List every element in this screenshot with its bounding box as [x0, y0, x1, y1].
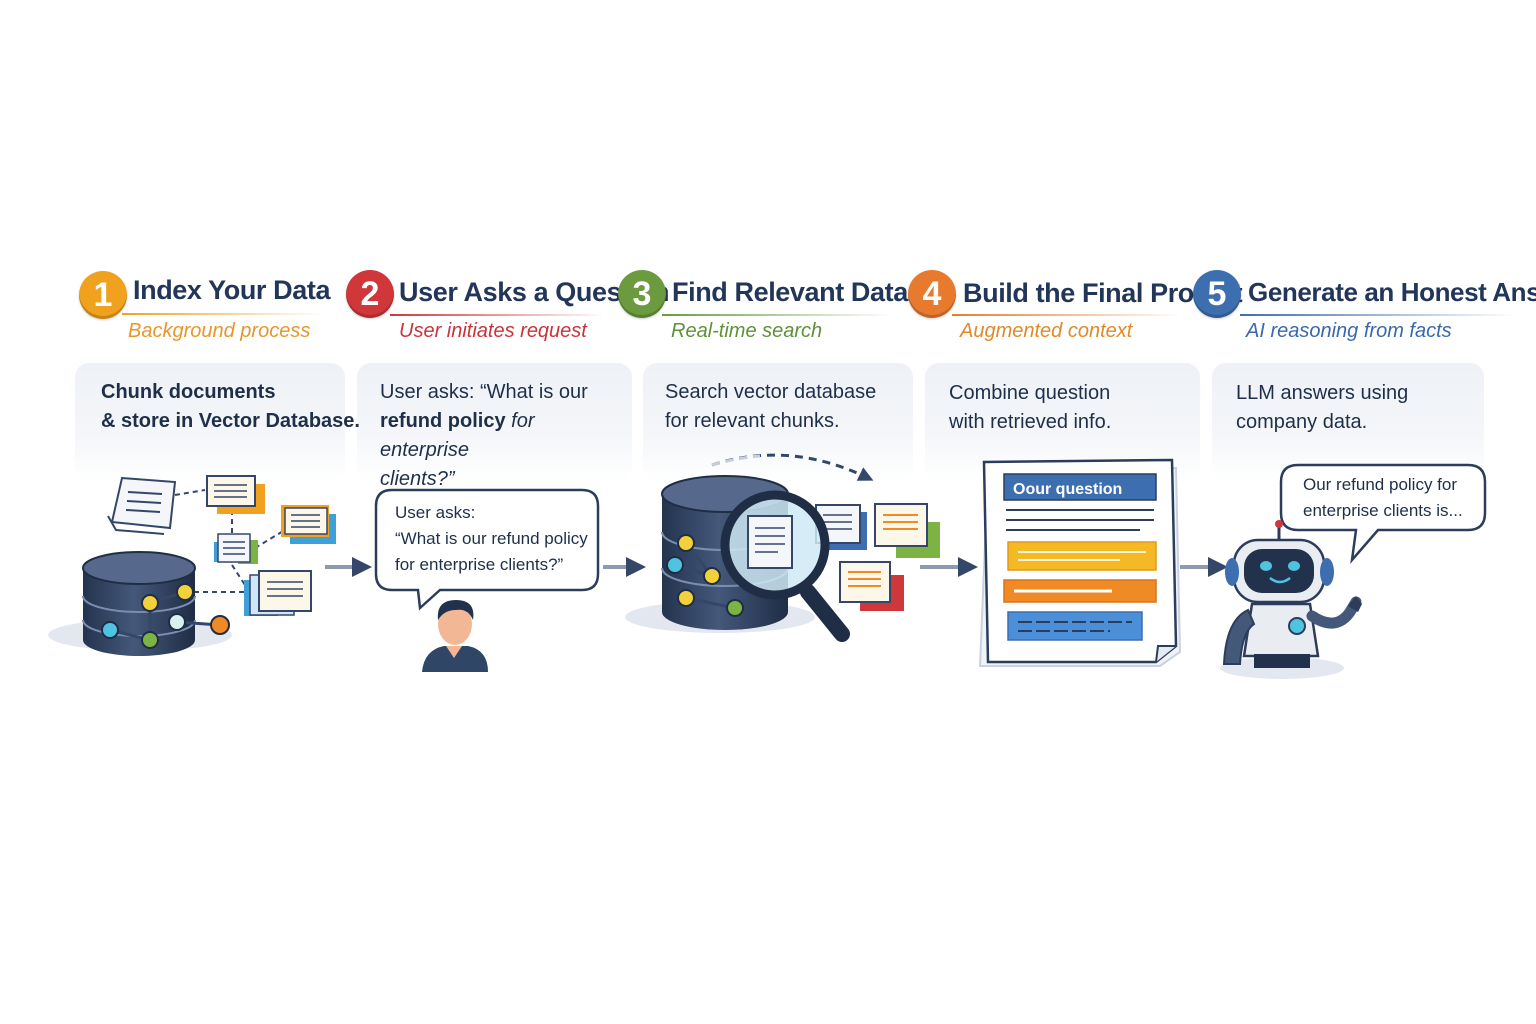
step-1-title: Index Your Data — [133, 275, 331, 305]
prompt-document-icon — [978, 458, 1182, 667]
step-2-desc-d: clients?” — [380, 468, 455, 490]
step-1-illustration — [48, 475, 336, 656]
step-2-rule — [390, 314, 605, 316]
step-5-desc-line2: company data. — [1236, 411, 1368, 433]
step-1-description: Chunk documents & store in Vector Databa… — [101, 378, 360, 436]
question-bubble — [374, 488, 600, 611]
step-2-subtitle: User initiates request — [399, 320, 587, 342]
step-2-panel — [357, 363, 632, 481]
step-5-illustration — [1220, 463, 1487, 679]
step-5-desc-line1: LLM answers using — [1236, 382, 1409, 404]
answer-bubble-line1: Our refund policy for — [1303, 475, 1458, 494]
step-2-illustration — [374, 488, 600, 672]
step-2-badge: 2 — [346, 270, 394, 318]
step-4-subtitle: Augmented context — [960, 320, 1133, 342]
answer-bubble-line2: enterprise clients is... — [1303, 501, 1463, 520]
arrow-right-icon — [920, 557, 978, 577]
step-4-rule — [952, 314, 1182, 316]
step-3-subtitle: Real-time search — [671, 320, 823, 342]
step-1-desc-line1: Chunk documents — [101, 381, 276, 403]
step-4-badge: 4 — [908, 270, 956, 318]
step-5-subtitle: AI reasoning from facts — [1246, 320, 1452, 342]
document-icon — [206, 475, 265, 514]
step-4-desc-line1: Combine question — [949, 382, 1111, 404]
document-icon — [839, 561, 904, 611]
question-bubble-text: User asks: “What is our refund policy fo… — [395, 500, 595, 578]
document-icon — [214, 533, 258, 564]
user-avatar-icon — [422, 600, 488, 672]
step-3-illustration — [625, 453, 940, 642]
magnifier-icon — [720, 490, 850, 642]
step-2-desc-c: for enterprise — [380, 410, 535, 461]
step-1-badge: 1 — [79, 271, 127, 319]
step-5-description: LLM answers using company data. — [1236, 379, 1408, 437]
prompt-header-text: Oour question — [1013, 481, 1122, 498]
answer-bubble-text: Our refund policy for enterprise clients… — [1303, 472, 1483, 524]
arrow-right-icon — [325, 557, 372, 577]
question-bubble-line2: “What is our refund policy — [395, 529, 588, 548]
step-2-description: User asks: “What is our refund policy fo… — [380, 378, 620, 494]
step-5-title: Generate an Honest Answer — [1248, 277, 1536, 307]
step-1-panel — [75, 363, 345, 481]
step-3-desc-line2: for relevant chunks. — [665, 410, 840, 432]
step-4-desc-line2: with retrieved info. — [949, 411, 1112, 433]
robot-icon — [1220, 520, 1362, 679]
database-icon — [82, 551, 230, 656]
step-5-rule — [1240, 314, 1515, 316]
arrow-right-icon — [1180, 557, 1228, 577]
step-1-rule — [122, 313, 322, 315]
step-2-desc-b: refund policy — [380, 410, 506, 432]
step-5-badge: 5 — [1193, 270, 1241, 318]
document-icon — [244, 570, 312, 616]
step-3-rule — [662, 314, 892, 316]
step-3-desc-line1: Search vector database — [665, 381, 877, 403]
document-icon — [107, 476, 177, 535]
step-3-panel — [643, 363, 913, 481]
step-3-title: Find Relevant Data — [672, 277, 908, 307]
question-bubble-line1: User asks: — [395, 503, 476, 522]
step-3-description: Search vector database for relevant chun… — [665, 378, 876, 436]
step-1-desc-line2: & store in Vector Database. — [101, 410, 360, 432]
step-4-description: Combine question with retrieved info. — [949, 379, 1111, 437]
step-2-desc-a: User asks: “What is our — [380, 381, 588, 403]
answer-bubble — [1279, 463, 1487, 564]
step-1-subtitle: Background process — [128, 320, 311, 342]
question-bubble-line3: for enterprise clients?” — [395, 555, 564, 574]
step-5-panel — [1212, 363, 1484, 481]
document-icon — [281, 505, 336, 544]
step-3-badge: 3 — [618, 270, 666, 318]
document-icon — [874, 503, 940, 558]
arrow-right-icon — [603, 557, 646, 577]
